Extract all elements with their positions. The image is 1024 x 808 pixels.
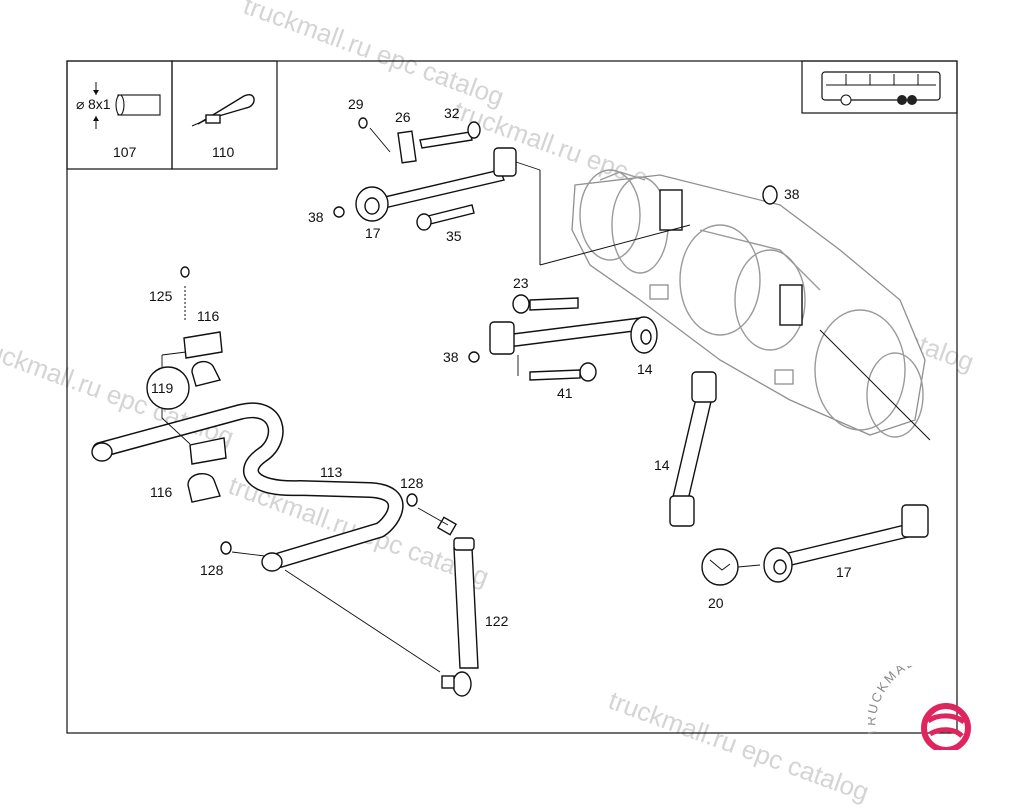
torque-rod-middle xyxy=(468,294,658,382)
label-14-right: 14 xyxy=(654,457,670,473)
diagram-frame xyxy=(66,60,958,734)
label-128-upper: 128 xyxy=(400,475,424,491)
label-29: 29 xyxy=(348,96,364,112)
parts-diagram: ⌀ 8x1 107 110 xyxy=(66,60,958,734)
label-113: 113 xyxy=(320,464,343,480)
label-116-upper: 116 xyxy=(197,308,220,324)
label-14-middle: 14 xyxy=(637,361,653,377)
rear-axle-drawing xyxy=(539,169,931,441)
label-38-upper: 38 xyxy=(308,209,324,225)
label-17-upper: 17 xyxy=(365,225,381,241)
diameter-symbol: ⌀ xyxy=(76,96,84,112)
header-box-110: 110 xyxy=(171,60,278,170)
label-110: 110 xyxy=(212,144,235,160)
header-box-107: ⌀ 8x1 107 xyxy=(66,60,173,170)
label-116-lower: 116 xyxy=(150,484,173,500)
label-122: 122 xyxy=(485,613,509,629)
label-125: 125 xyxy=(149,288,173,304)
brand-logo: TRUCKMALLPARTS xyxy=(863,647,1018,753)
drop-link xyxy=(220,493,479,697)
bus-icon xyxy=(801,60,958,114)
torque-rod-upper xyxy=(333,117,778,231)
label-23: 23 xyxy=(513,275,529,291)
label-128-lower: 128 xyxy=(200,562,224,578)
label-38-right: 38 xyxy=(784,186,800,202)
v-rod-right xyxy=(669,371,929,586)
label-20: 20 xyxy=(708,595,724,611)
label-119: 119 xyxy=(151,380,174,396)
hose-dimension: 8x1 xyxy=(88,96,111,112)
label-26: 26 xyxy=(395,109,411,125)
part-labels: 29 26 32 38 17 35 38 23 38 14 41 125 116… xyxy=(149,96,852,629)
label-38-middle: 38 xyxy=(443,349,459,365)
label-35: 35 xyxy=(446,228,462,244)
label-17-right: 17 xyxy=(836,564,852,580)
label-32: 32 xyxy=(444,105,460,121)
anti-roll-bar xyxy=(91,266,404,572)
label-41: 41 xyxy=(557,385,573,401)
label-107: 107 xyxy=(113,144,137,160)
